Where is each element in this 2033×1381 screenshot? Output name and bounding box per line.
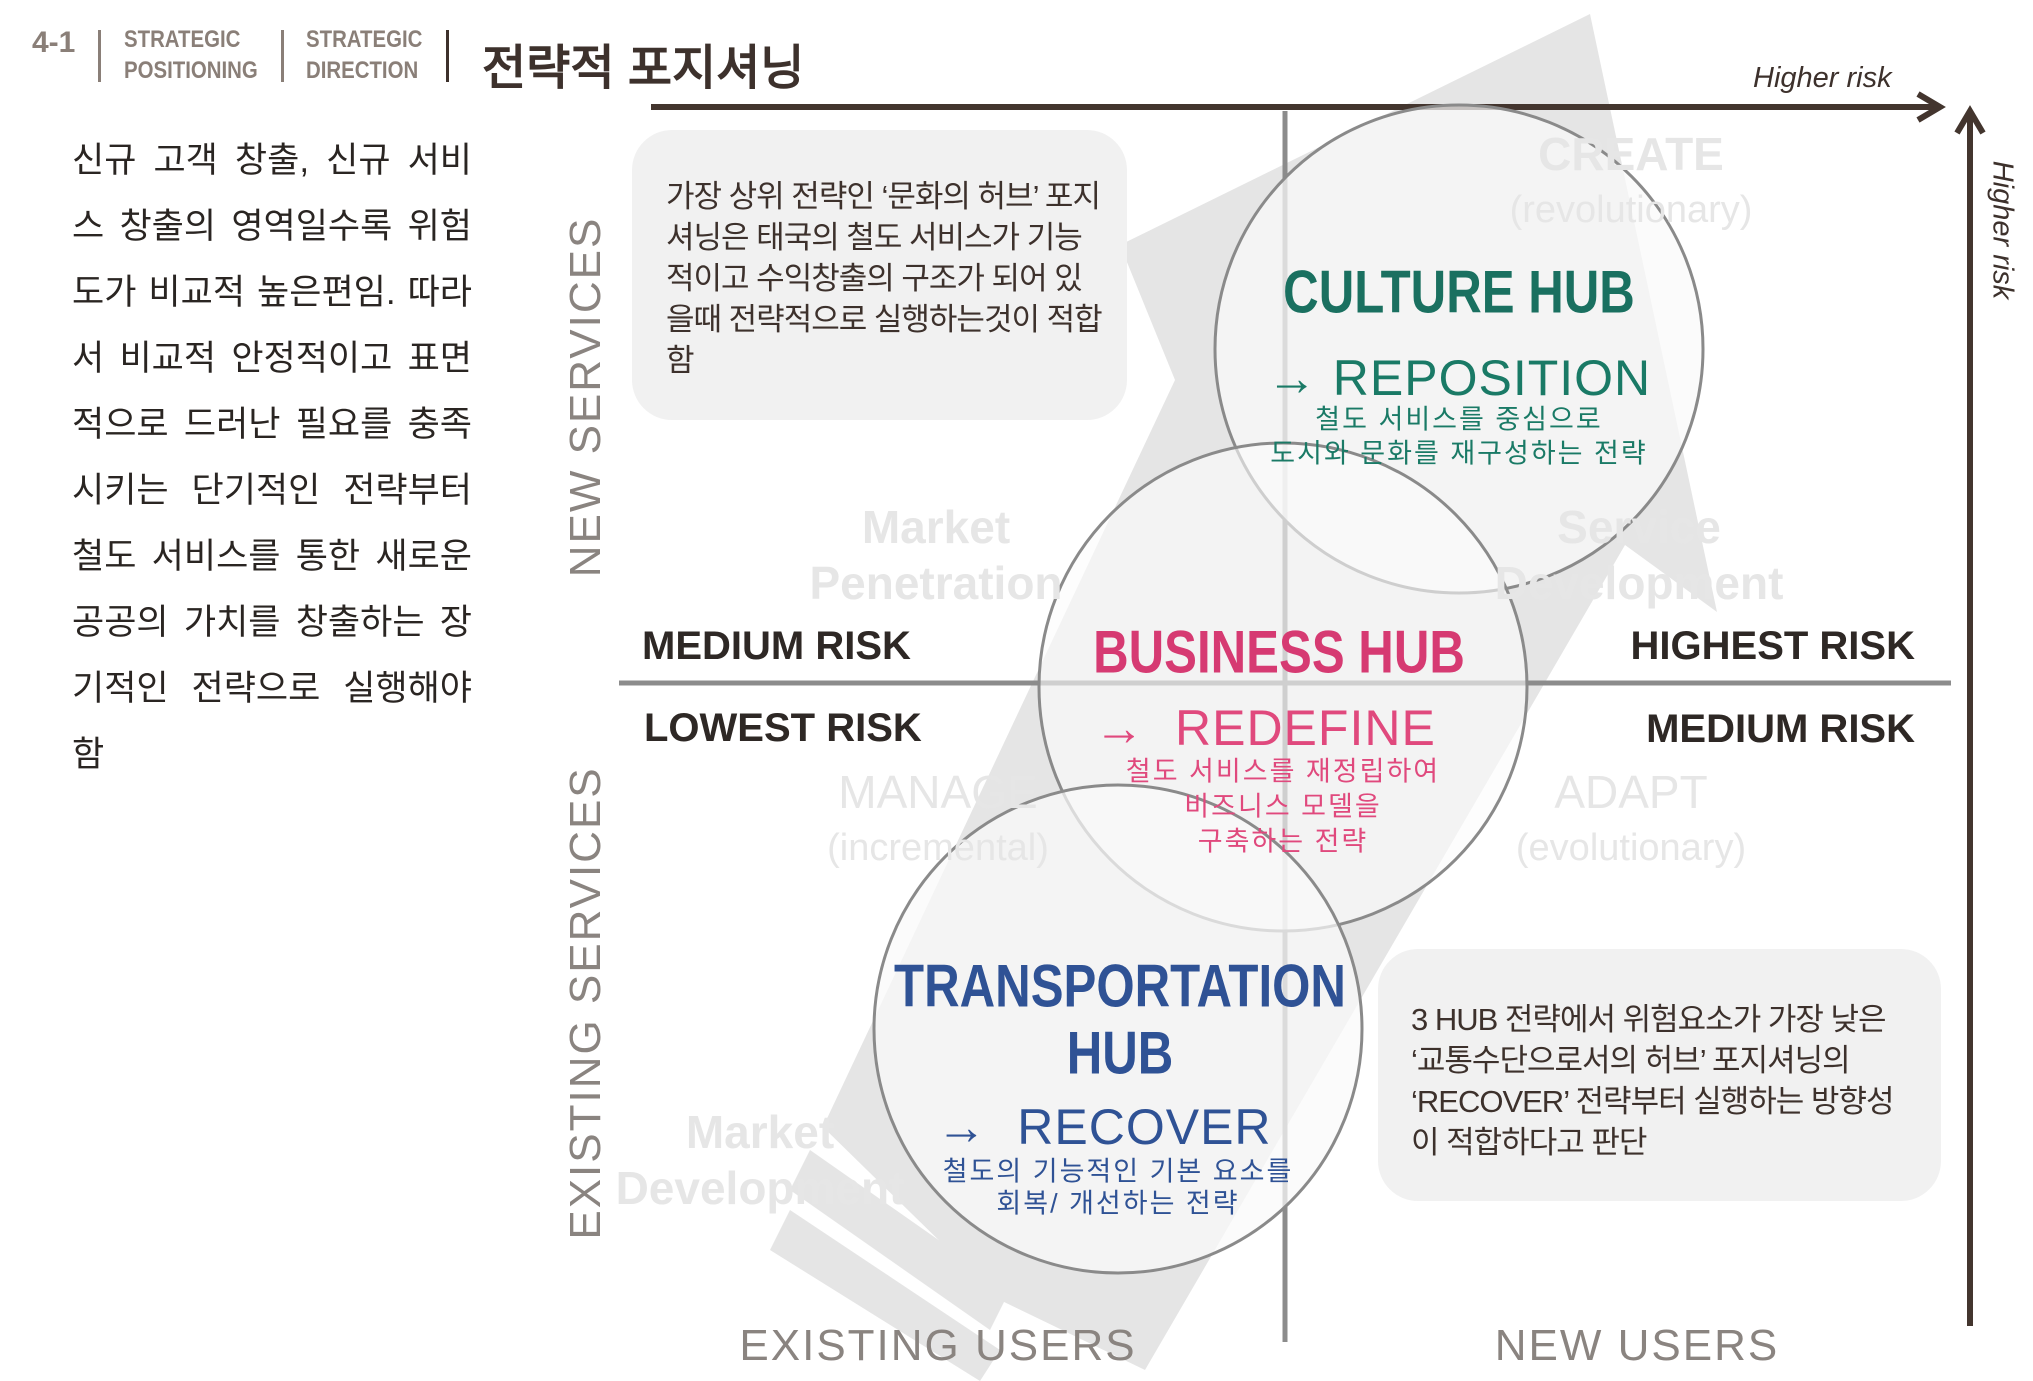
top-axis-label: Higher risk xyxy=(1753,62,1892,94)
transport-hub-desc: 회복/ 개선하는 전략 xyxy=(996,1188,1240,1219)
risk-label-medium-left: MEDIUM RISK xyxy=(642,624,911,668)
breadcrumb-line: POSITIONING xyxy=(124,57,258,84)
business-hub-title: BUSINESS HUB xyxy=(1093,618,1465,686)
business-hub-action: → REDEFINE xyxy=(1094,700,1436,756)
transport-hub-circle xyxy=(872,783,1364,1275)
page-title: 전략적 포지셔닝 xyxy=(482,42,805,95)
transport-hub-title: TRANSPORTATION xyxy=(894,952,1346,1020)
risk-label-highest: HIGHEST RISK xyxy=(1630,624,1915,668)
note-box-bottom: 3 HUB 전략에서 위험요소가 가장 낮은 ‘교통수단으로서의 허브’ 포지셔… xyxy=(1378,949,1941,1201)
top-risk-arrow xyxy=(651,91,1946,123)
intro-paragraph: 신규 고객 창출, 신규 서비스 창출의 영역일수록 위험도가 비교적 높은편임… xyxy=(72,141,472,774)
risk-label-lowest: LOWEST RISK xyxy=(644,706,922,750)
business-hub-desc: 구축하는 전략 xyxy=(1197,826,1369,857)
arrow-stripe xyxy=(790,1150,1010,1330)
divider xyxy=(98,30,101,82)
watermark-create: CREATE(revolutionary) xyxy=(1509,128,1753,231)
breadcrumb-line: DIRECTION xyxy=(306,57,419,84)
right-risk-arrow xyxy=(1954,105,1986,1326)
transport-hub-desc: 철도의 기능적인 기본 요소를 xyxy=(942,1156,1294,1187)
axis-label-existing-users: EXISTING USERS xyxy=(739,1321,1137,1370)
breadcrumb-strategic-positioning[interactable]: STRATEGIC POSITIONING xyxy=(124,24,258,86)
breadcrumb-line: STRATEGIC xyxy=(124,26,241,53)
axis-label-existing-services: EXISTING SERVICES xyxy=(561,766,610,1240)
watermark-manage: MANAGE(incremental) xyxy=(827,766,1049,869)
note-text-bottom: 3 HUB 전략에서 위험요소가 가장 낮은 ‘교통수단으로서의 허브’ 포지셔… xyxy=(1411,1002,1895,1160)
watermark-adapt: ADAPT(evolutionary) xyxy=(1515,766,1747,869)
arrow-right-icon: → xyxy=(1266,350,1318,406)
arrow-right-icon: → xyxy=(1094,700,1146,756)
business-hub-desc: 철도 서비스를 재정립하여 xyxy=(1125,756,1441,787)
divider xyxy=(446,30,449,82)
transport-hub-action: → RECOVER xyxy=(936,1099,1272,1155)
divider xyxy=(281,30,284,82)
arrow-right-icon: → xyxy=(936,1099,988,1155)
culture-hub-desc: 철도 서비스를 중심으로 xyxy=(1315,404,1603,435)
note-text-top: 가장 상위 전략인 ‘문화의 허브’ 포지셔닝은 태국의 철도 서비스가 기능적… xyxy=(666,179,1103,378)
breadcrumb-line: STRATEGIC xyxy=(306,26,423,53)
arrow-stripe xyxy=(770,1210,1000,1381)
business-hub-desc: 비즈니스 모델을 xyxy=(1184,791,1382,822)
right-axis-label: Higher risk xyxy=(1986,160,2019,300)
risk-label-medium-right: MEDIUM RISK xyxy=(1646,707,1915,751)
axis-label-new-services: NEW SERVICES xyxy=(561,216,610,578)
breadcrumb-strategic-direction[interactable]: STRATEGIC DIRECTION xyxy=(306,24,422,86)
culture-hub-title: CULTURE HUB xyxy=(1283,258,1635,326)
axis-label-new-users: NEW USERS xyxy=(1494,1321,1780,1370)
transport-hub-title: HUB xyxy=(1066,1019,1174,1087)
section-number: 4-1 xyxy=(32,26,76,59)
culture-hub-action: → REPOSITION xyxy=(1266,350,1652,406)
note-box-top: 가장 상위 전략인 ‘문화의 허브’ 포지셔닝은 태국의 철도 서비스가 기능적… xyxy=(632,130,1127,420)
culture-hub-desc: 도시와 문화를 재구성하는 전략 xyxy=(1270,438,1648,469)
